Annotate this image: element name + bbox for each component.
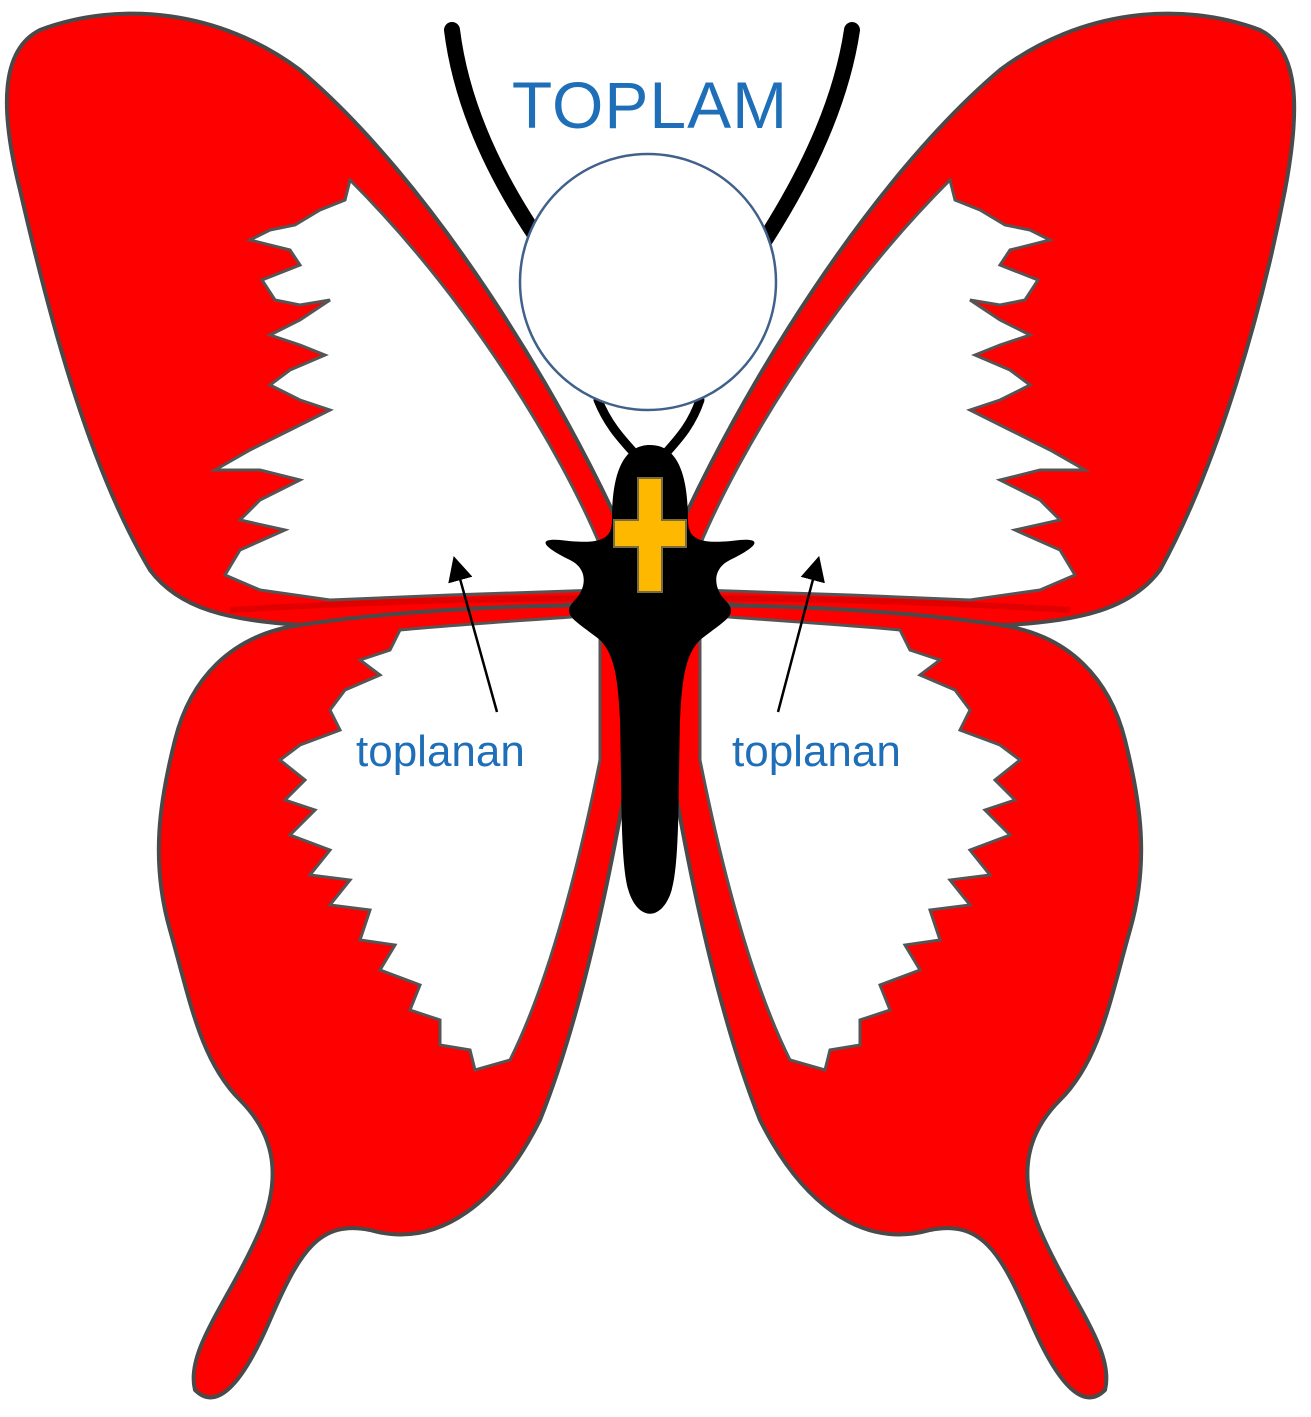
sum-title: TOPLAM: [0, 72, 1300, 138]
addend-label-right: toplanan: [732, 730, 901, 774]
sum-answer-circle[interactable]: [520, 154, 776, 410]
addend-label-left: toplanan: [356, 730, 525, 774]
left-hindwing: [159, 605, 630, 1397]
right-hindwing: [670, 605, 1141, 1397]
